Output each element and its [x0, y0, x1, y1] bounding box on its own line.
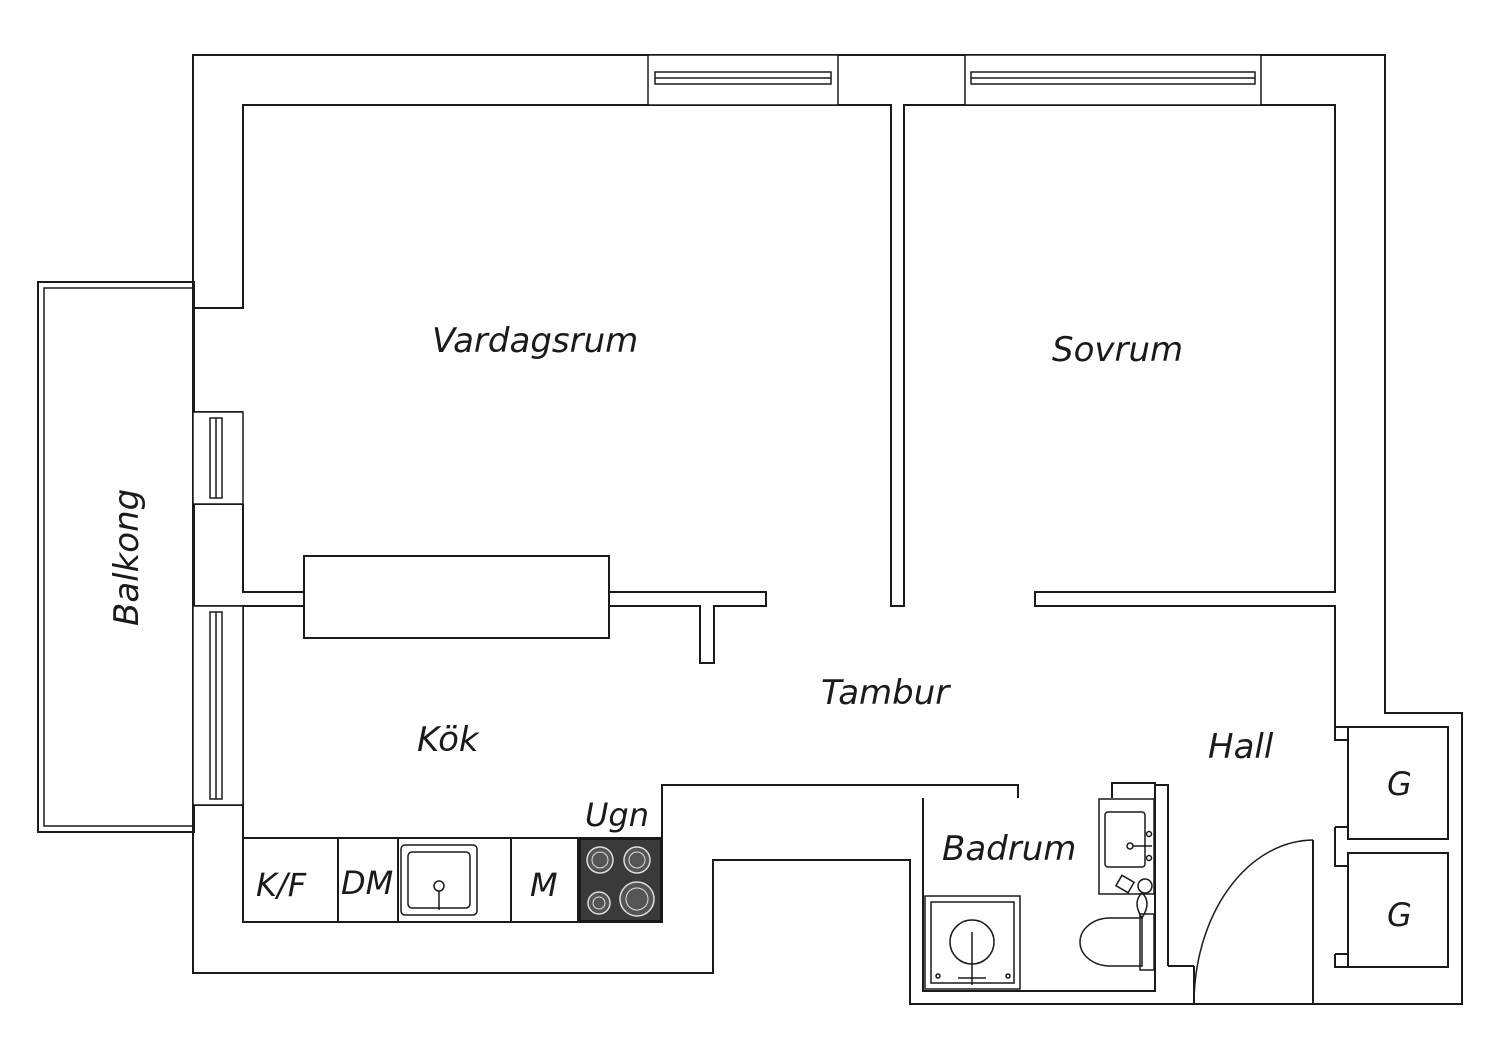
outer-wall — [192, 54, 1463, 1005]
room-label-kok: Kök — [417, 720, 480, 760]
room-label-badrum: Badrum — [942, 829, 1076, 869]
toilet-icon — [1079, 874, 1155, 971]
window-west-upper — [192, 411, 244, 505]
closet-label-upper: G — [1387, 765, 1412, 803]
bathroom-wall — [922, 782, 1156, 992]
label-microwave: M — [530, 866, 558, 904]
room-label-tambur: Tambur — [821, 673, 951, 713]
room-label-hall: Hall — [1208, 727, 1274, 767]
window-west-lower — [192, 605, 244, 806]
label-fridge: K/F — [256, 866, 307, 904]
window-top-left — [647, 54, 839, 106]
bathroom-wall-inner — [1155, 784, 1194, 967]
bathroom-sink-icon — [1098, 798, 1155, 895]
room-label-balkong: Balkong — [107, 489, 147, 626]
stove-icon — [579, 838, 662, 922]
closet-lower — [1347, 852, 1449, 968]
kitchen-island — [303, 555, 610, 639]
label-dishwasher: DM — [341, 864, 393, 902]
entrance-door[interactable] — [1193, 839, 1314, 1005]
inner-wall-west — [193, 104, 1348, 741]
closet-wall — [1334, 726, 1348, 968]
room-label-sovrum: Sovrum — [1052, 330, 1183, 370]
closet-label-lower: G — [1387, 896, 1412, 934]
window-top-right — [964, 54, 1262, 106]
closet-upper — [1347, 726, 1449, 840]
partition-wall — [242, 504, 767, 664]
label-ugn: Ugn — [585, 796, 649, 834]
room-label-vardagsrum: Vardagsrum — [432, 321, 638, 361]
kitchen-sink-icon — [400, 844, 478, 916]
shower-icon — [924, 895, 1021, 990]
